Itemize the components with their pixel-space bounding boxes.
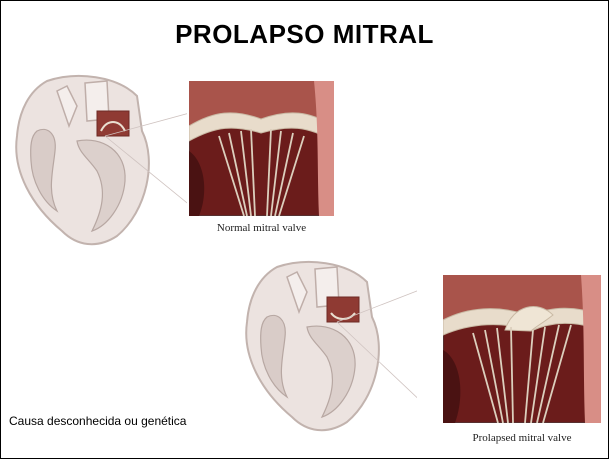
prolapsed-heart-illustration xyxy=(237,257,417,437)
slide-title: PROLAPSO MITRAL xyxy=(1,19,608,50)
cause-note: Causa desconhecida ou genética xyxy=(9,414,186,428)
normal-heart-illustration xyxy=(7,71,187,251)
normal-valve-caption: Normal mitral valve xyxy=(189,222,334,234)
prolapsed-valve-closeup xyxy=(443,275,601,423)
prolapsed-valve-caption: Prolapsed mitral valve xyxy=(439,432,605,444)
normal-valve-closeup xyxy=(189,81,334,216)
